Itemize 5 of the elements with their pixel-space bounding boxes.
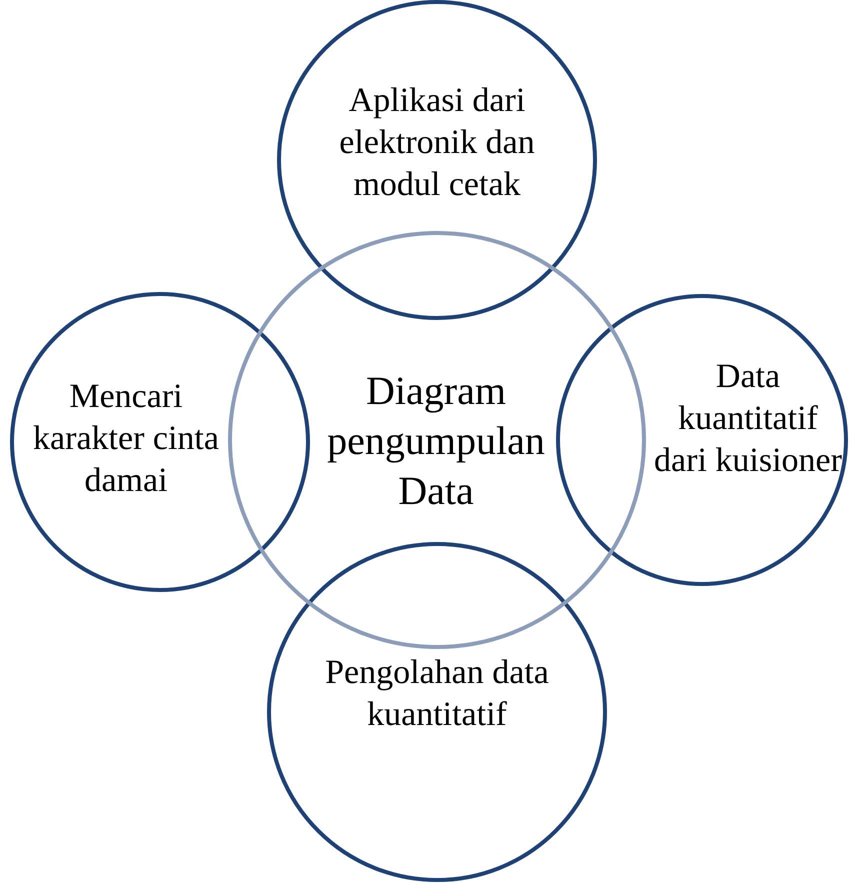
circle-label: Aplikasi dari elektronik dan modul cetak bbox=[338, 81, 536, 205]
circle-label: Diagram pengumpulan Data bbox=[326, 367, 546, 515]
circle-label: Pengolahan data kuantitatif bbox=[324, 653, 550, 735]
circle-label: Mencari karakter cinta damai bbox=[32, 377, 220, 501]
circle-label: Data kuantitatif dari kuisioner bbox=[653, 357, 843, 481]
